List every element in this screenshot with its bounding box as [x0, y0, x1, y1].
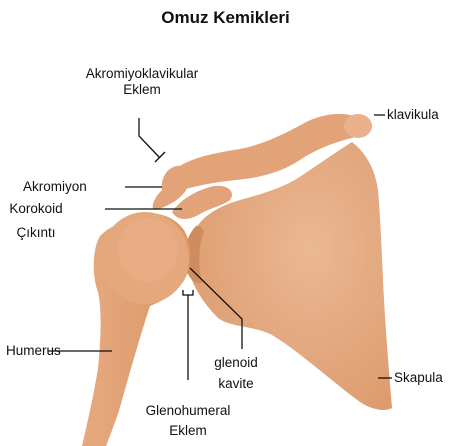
label-acromioclavicular-joint: Akromiyoklavikular Eklem [52, 66, 232, 98]
acromioclavicular-leader [139, 118, 160, 158]
label-glenoid-cavity: glenoid kavite [196, 355, 276, 392]
label-acromioclavicular-line2: Eklem [52, 82, 232, 98]
label-coracoid-line2: Çıkıntı [0, 225, 72, 241]
label-glenohumeral-line1: Glenohumeral [128, 403, 248, 419]
label-scapula: Skapula [394, 370, 443, 386]
glenohumeral-bracket [183, 290, 193, 295]
label-acromion: Akromiyon [23, 179, 87, 195]
label-humerus: Humerus [6, 343, 61, 359]
label-glenoid-line2: kavite [196, 376, 276, 392]
label-coracoid-process: Korokoid Çıkıntı [0, 201, 72, 241]
humeral-head-highlight [118, 218, 178, 282]
label-acromioclavicular-line1: Akromiyoklavikular [52, 66, 232, 82]
label-glenohumeral-joint: Glenohumeral Eklem [128, 403, 248, 439]
label-coracoid-line1: Korokoid [0, 201, 72, 217]
label-glenoid-line1: glenoid [196, 355, 276, 371]
clavicle-end [344, 114, 372, 138]
label-clavicle: klavikula [387, 107, 439, 123]
label-glenohumeral-line2: Eklem [128, 423, 248, 439]
